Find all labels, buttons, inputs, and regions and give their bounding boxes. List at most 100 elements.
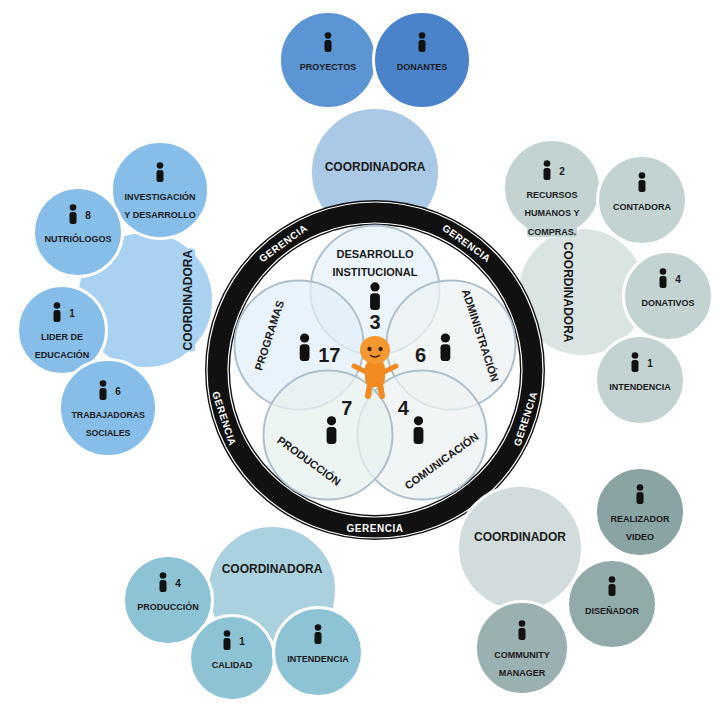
role-circle-outline — [58, 358, 158, 458]
role-circle-outline — [502, 138, 602, 238]
circle-shape — [190, 616, 275, 701]
text-slot: 1 — [68, 303, 76, 321]
text-slot: COORDINADORA — [559, 241, 577, 344]
text-slot: 3 — [368, 311, 381, 334]
staff-count: 3 — [368, 311, 381, 333]
role-circle: DISEÑADOR — [566, 558, 658, 650]
staff-count: 1 — [68, 308, 76, 319]
role-circle: TRABAJADORAS SOCIALES 6 — [58, 358, 158, 458]
role-circle-outline — [272, 606, 364, 698]
person-icon — [327, 416, 337, 444]
circle-shape — [568, 560, 657, 649]
person-icon — [544, 160, 551, 180]
circle-shape — [280, 12, 377, 109]
text-slot: CONTADORA — [608, 196, 677, 214]
role-circle: DONANTES — [372, 10, 472, 110]
text-slot: COORDINADOR — [473, 527, 567, 545]
role-label: LIDER DE EDUCACIÓN — [34, 332, 91, 360]
text-slot: CALIDAD — [199, 654, 265, 672]
text-slot: 4 — [397, 397, 410, 420]
staff-count: 4 — [397, 397, 410, 419]
circle-shape — [60, 360, 157, 457]
person-icon — [300, 333, 310, 361]
role-circle-outline — [278, 10, 378, 110]
staff-count: 7 — [340, 397, 353, 419]
ring-edge — [228, 223, 522, 517]
staff-count: 4 — [174, 578, 182, 589]
role-label: REALIZADOR VIDEO — [610, 514, 671, 542]
text-slot: 4 — [674, 269, 682, 287]
role-circle-outline — [110, 140, 210, 240]
coordinator-label: COORDINADORA — [560, 241, 574, 344]
area-label: DESARROLLO INSTITUCIONAL — [332, 248, 419, 278]
coordinator-circle-outline — [456, 484, 584, 612]
ring-edge — [207, 202, 543, 538]
circle-shape — [208, 526, 337, 655]
person-icon — [609, 576, 616, 596]
role-circle-outline — [596, 154, 688, 246]
role-label: INTENDENCIA — [608, 382, 672, 392]
circle-shape — [374, 12, 471, 109]
role-circle: INVESTIGACIÓN Y DESARROLLO — [110, 140, 210, 240]
circle-shape — [624, 252, 713, 341]
role-label: NUTRIÓLOGOS — [44, 234, 113, 244]
text-slot: INTENDENCIA — [606, 376, 675, 394]
text-slot: INVESTIGACIÓN Y DESARROLLO — [123, 186, 198, 223]
role-circle-outline — [566, 558, 658, 650]
role-circle-outline — [32, 186, 124, 278]
circle-shape — [504, 140, 601, 237]
person-icon — [325, 32, 332, 52]
text-slot: 8 — [84, 205, 92, 223]
ring-label: GERENCIA — [346, 523, 405, 534]
person-icon — [660, 268, 667, 288]
staff-count: 6 — [414, 344, 427, 366]
text-slot: COORDINADORA — [324, 157, 427, 175]
role-circle: PROYECTOS — [278, 10, 378, 110]
role-label: RECURSOS HUMANOS Y COMPRAS. — [524, 190, 581, 237]
coordinator-circle: COORDINADOR — [456, 484, 584, 612]
person-icon — [639, 172, 646, 192]
circle-shape — [476, 602, 569, 695]
text-slot: INTENDENCIA — [284, 648, 353, 666]
role-circle: REALIZADOR VIDEO — [594, 466, 686, 558]
person-icon — [419, 32, 426, 52]
role-circle: DONATIVOS 4 — [622, 250, 714, 342]
circle-shape — [598, 156, 687, 245]
coordinator-label: COORDINADORA — [324, 160, 427, 174]
text-slot: DISEÑADOR — [578, 600, 647, 618]
person-icon — [519, 620, 526, 640]
role-circle: INTENDENCIA — [272, 606, 364, 698]
text-slot: NUTRIÓLOGOS — [44, 228, 113, 246]
role-circle-outline — [622, 250, 714, 342]
role-label: CALIDAD — [211, 660, 254, 670]
text-slot: TRABAJADORAS SOCIALES — [71, 404, 146, 441]
role-circle-outline — [594, 466, 686, 558]
text-slot: 1 — [646, 353, 654, 371]
role-circle: CALIDAD 1 — [188, 614, 276, 702]
role-label: DISEÑADOR — [584, 606, 640, 616]
role-circle: COMMUNITY MANAGER — [474, 600, 570, 696]
person-icon — [414, 416, 424, 444]
text-slot: PRODUCCIÓN — [134, 596, 203, 614]
role-label: PROYECTOS — [299, 62, 357, 72]
staff-count: 2 — [558, 166, 566, 177]
staff-count: 6 — [114, 386, 122, 397]
text-slot: DONATIVOS — [634, 292, 703, 310]
text-slot: DESARROLLO INSTITUCIONAL — [319, 244, 431, 281]
coordinator-label: COORDINADOR — [473, 530, 567, 544]
text-slot: COORDINADORA — [178, 249, 196, 352]
role-circle: CONTADORA — [596, 154, 688, 246]
text-slot: 1 — [238, 631, 246, 649]
person-icon — [224, 630, 231, 650]
role-circle-outline — [372, 10, 472, 110]
ring-band — [218, 213, 533, 528]
circle-shape — [458, 486, 583, 611]
circle-shape — [112, 142, 209, 239]
coordinator-label: COORDINADORA — [181, 249, 195, 352]
person-icon — [370, 282, 380, 310]
role-label: TRABAJADORAS SOCIALES — [71, 410, 146, 438]
person-icon — [70, 204, 77, 224]
staff-count: 4 — [674, 274, 682, 285]
role-label: COMMUNITY MANAGER — [493, 650, 551, 678]
